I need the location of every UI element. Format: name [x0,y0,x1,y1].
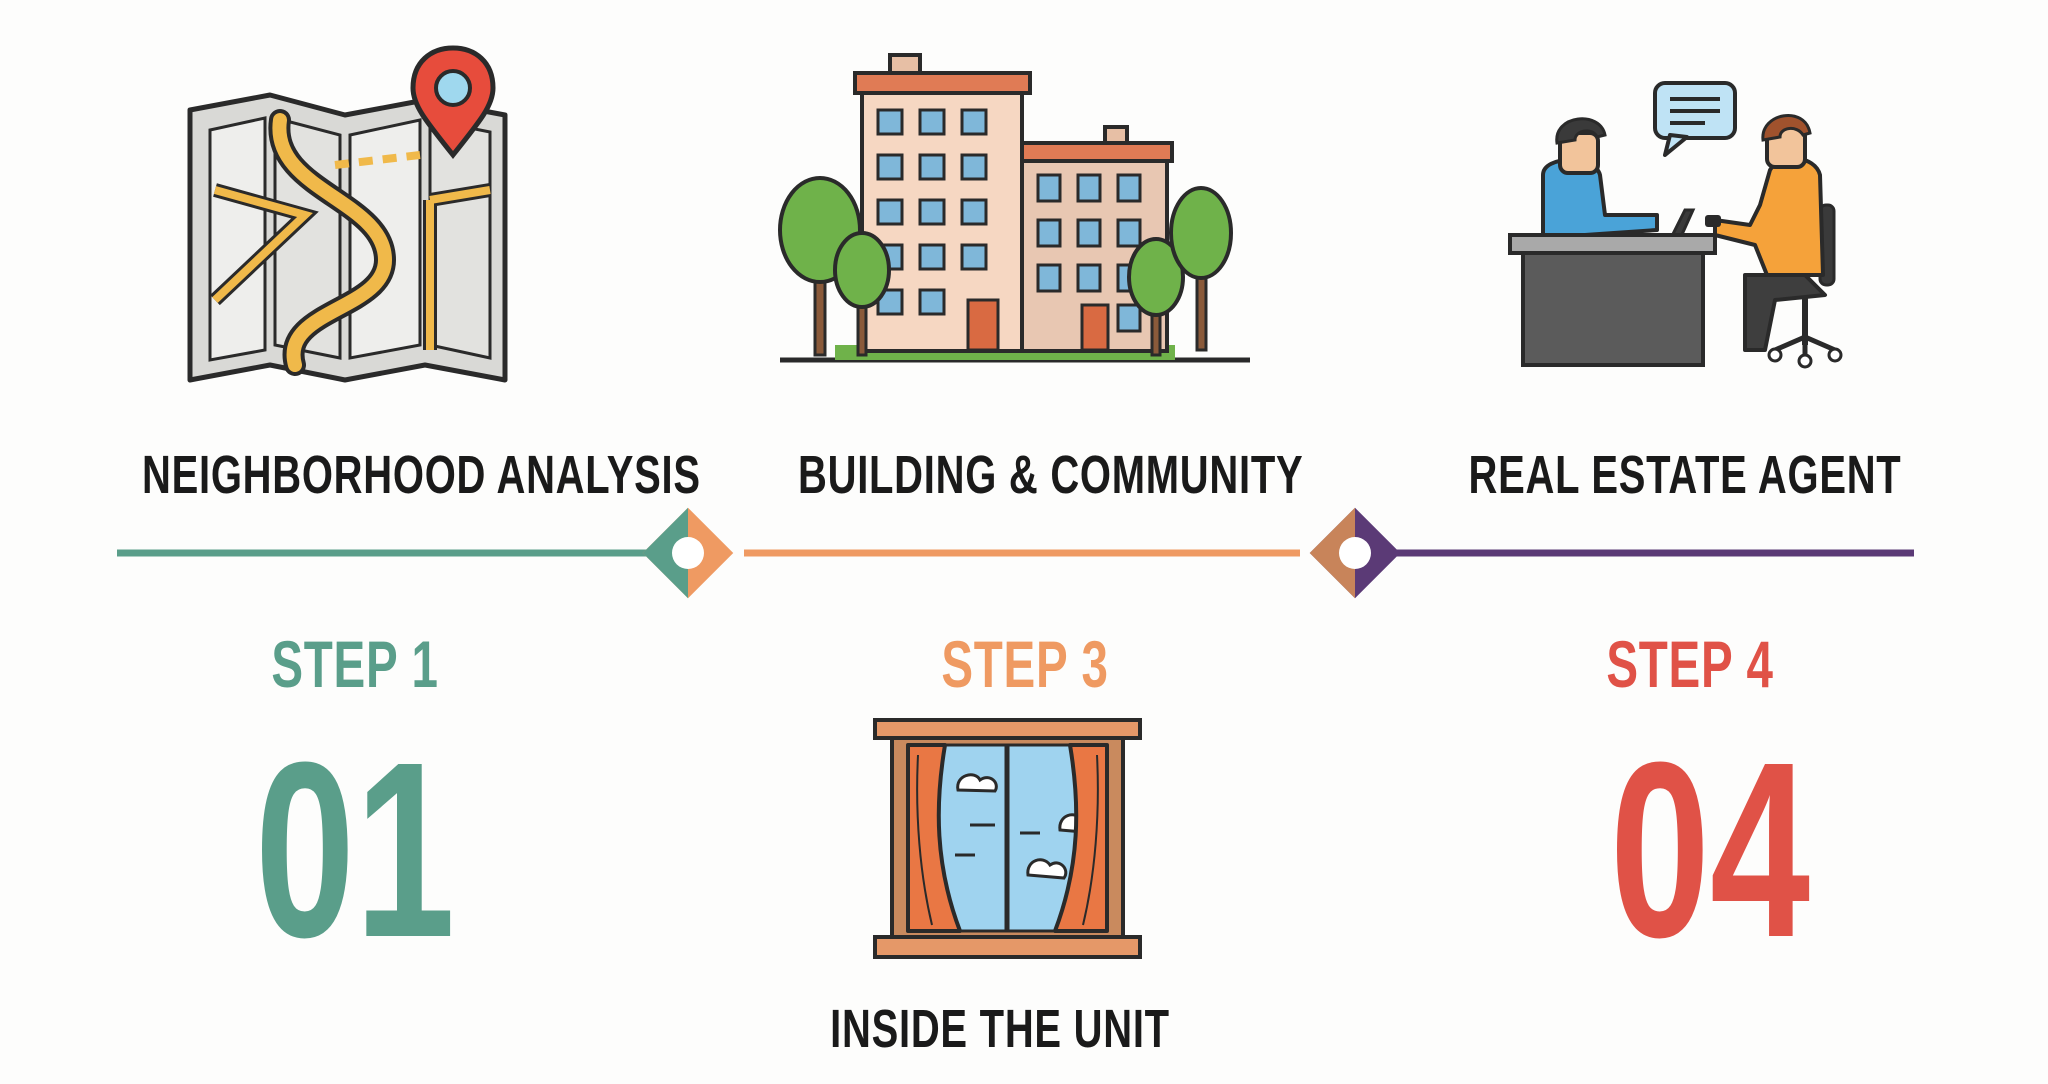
step-4-number: 04 [1609,710,1811,989]
map-with-pin-icon [187,45,508,383]
step-4-title: REAL ESTATE AGENT [1468,445,1902,505]
step-1-title: NEIGHBORHOOD ANALYSIS [142,445,701,505]
agent-meeting-icon [1508,81,1843,369]
step-3-title: INSIDE THE UNIT [830,999,1170,1059]
step-3-label: STEP 3 [941,627,1109,701]
timeline-node-1 [642,507,734,599]
step-4-label: STEP 4 [1606,627,1774,701]
step-1-label: STEP 1 [271,627,439,701]
timeline-node-2 [1309,507,1401,599]
window-with-curtains-icon [873,718,1142,959]
step-2-title: BUILDING & COMMUNITY [798,445,1304,505]
step-1-number: 01 [254,710,456,989]
apartment-buildings-icon [778,53,1250,363]
